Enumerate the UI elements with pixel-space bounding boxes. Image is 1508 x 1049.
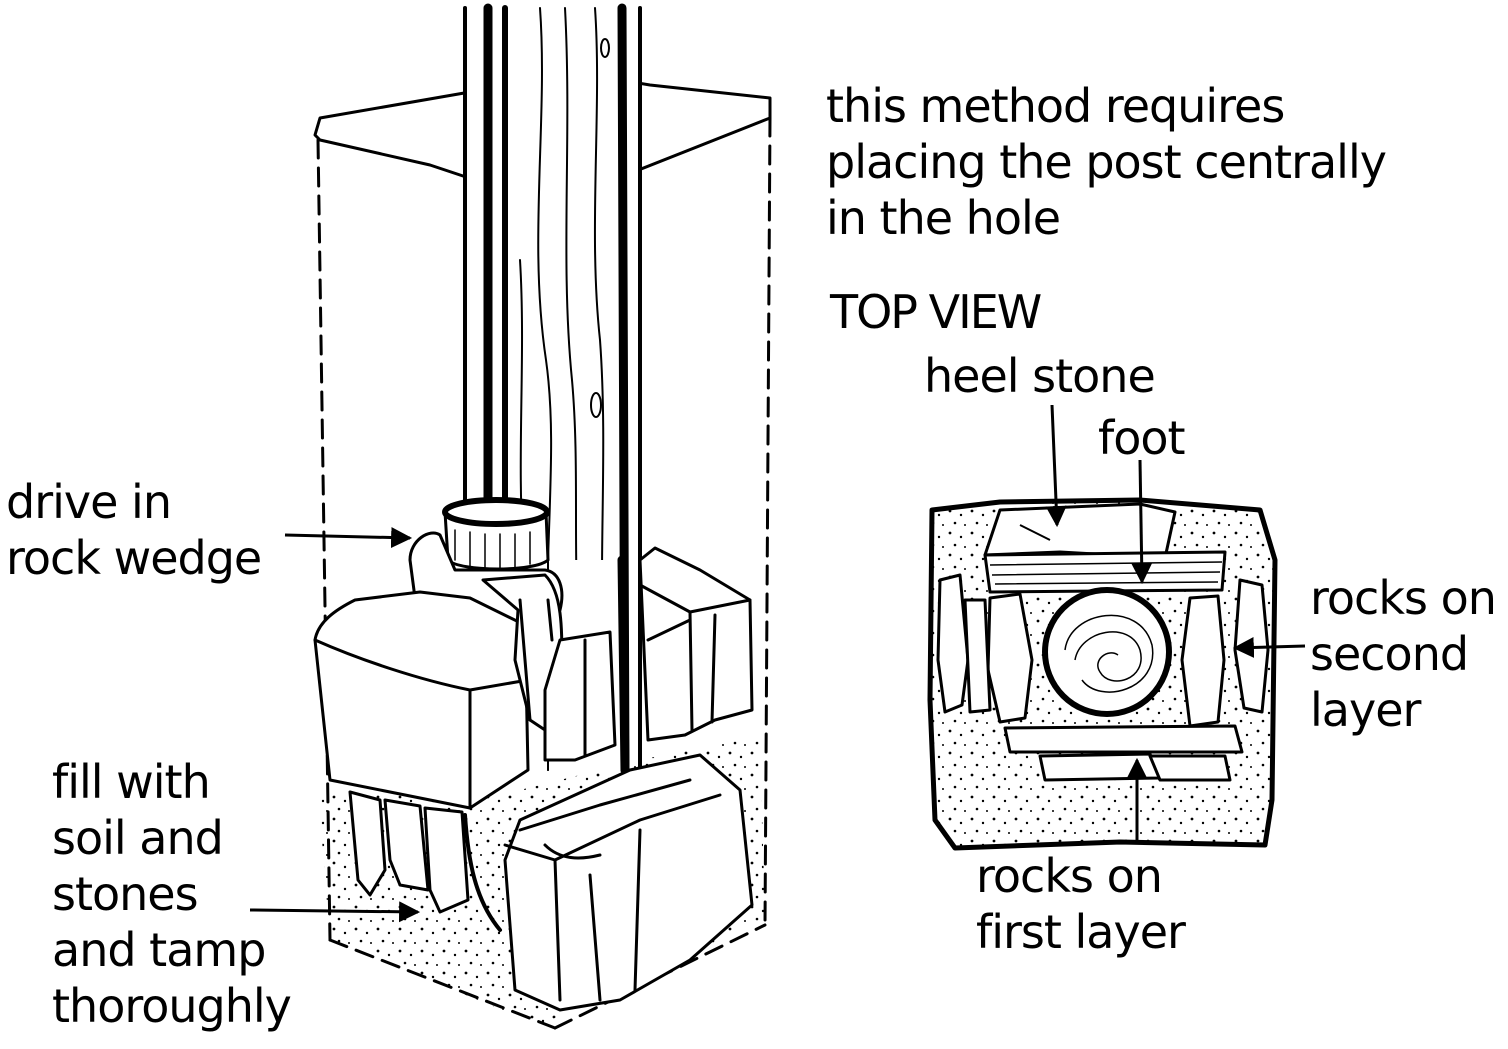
middle-rocks: [481, 573, 617, 762]
caption-line-3: in the hole: [826, 191, 1061, 245]
post-cross-section: [1042, 587, 1172, 717]
caption: this method requires placing the post ce…: [826, 78, 1387, 246]
back-right-stones: [638, 546, 754, 742]
right-stone-inner: [1180, 594, 1226, 728]
heel-stone-arrow: [1045, 404, 1067, 528]
second-layer-arrow: [1232, 636, 1306, 658]
hole-top-outline: [313, 68, 772, 207]
lower-left-rocks: [348, 790, 502, 932]
heel-stone-label: heel stone: [924, 349, 1156, 403]
second-layer-line-1: rocks on: [1310, 571, 1497, 625]
fill-line-5: thoroughly: [52, 979, 292, 1033]
heel-stone: [983, 502, 1177, 560]
fill-label: fill with soil and stones and tamp thoro…: [52, 754, 292, 1034]
side-view: [313, 3, 772, 1030]
hole-left-edge: [316, 138, 332, 942]
second-layer-line-3: layer: [1310, 683, 1421, 737]
second-layer-line-2: second: [1310, 627, 1469, 681]
front-right-rocks: [503, 753, 754, 1012]
fill-line-3: stones: [52, 867, 199, 921]
wedge-label: drive in rock wedge: [6, 474, 262, 586]
fill-line-1: fill with: [52, 755, 211, 809]
first-layer-line-1: rocks on: [976, 849, 1163, 903]
left-stone-outer: [936, 573, 970, 714]
first-layer-stone-a: [1003, 724, 1244, 754]
wedge-line-2: rock wedge: [6, 531, 262, 585]
hole-bottom-left: [328, 938, 557, 1030]
wedge-arrow: [284, 527, 413, 549]
first-layer-line-2: first layer: [976, 905, 1186, 959]
fill-line-4: and tamp: [52, 923, 266, 977]
fill-line-2: soil and: [52, 811, 224, 865]
second-layer-label: rocks on second layer: [1310, 570, 1497, 738]
top-view-title: TOP VIEW: [830, 285, 1042, 339]
foot-arrow: [1131, 459, 1153, 585]
first-layer-label: rocks on first layer: [976, 848, 1186, 960]
first-layer-stone-b: [1038, 752, 1162, 782]
big-front-rock: [313, 590, 530, 810]
caption-line-2: placing the post centrally: [826, 135, 1387, 189]
fill-arrow: [249, 901, 421, 923]
top-view-diagram: [927, 497, 1278, 851]
foot-label: foot: [1098, 411, 1186, 465]
caption-line-1: this method requires: [826, 79, 1285, 133]
first-layer-stone-c: [1148, 754, 1232, 782]
wedge-line-1: drive in: [6, 475, 172, 529]
rock-wedge: [442, 497, 550, 571]
hole-right-edge: [763, 116, 772, 927]
